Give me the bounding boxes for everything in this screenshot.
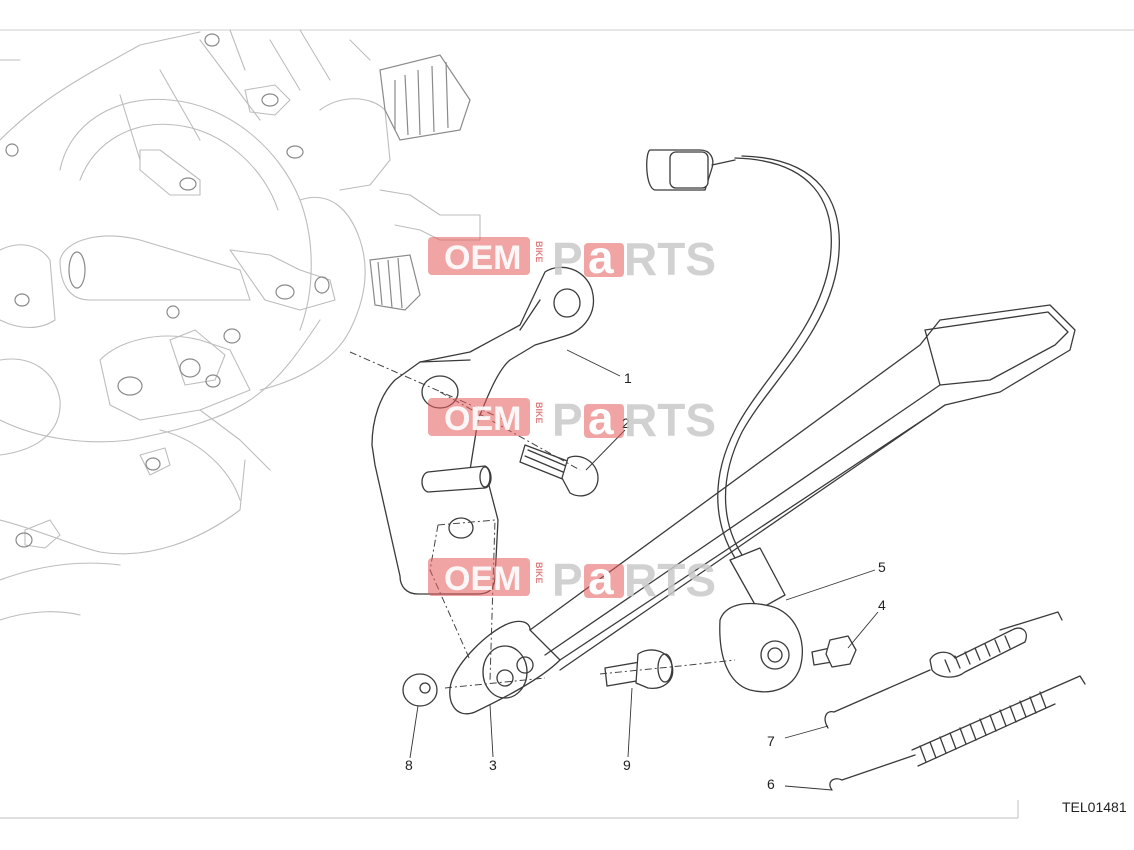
watermark-badge xyxy=(428,237,530,275)
watermark-rts-text: RTS xyxy=(624,233,716,285)
callout-8: 8 xyxy=(405,757,413,773)
callout-5: 5 xyxy=(878,559,886,575)
watermark-a-box xyxy=(584,404,624,438)
watermark-bike-text: BIKE xyxy=(534,241,544,263)
watermark-oem-text: OEM xyxy=(444,560,521,598)
splined-shaft-top xyxy=(379,54,471,141)
watermark-1: OEM BIKE P a RTS xyxy=(428,231,716,285)
drawing-code: TEL01481 xyxy=(1062,799,1127,815)
watermark-a-text: a xyxy=(588,392,614,444)
watermark-oem-text: OEM xyxy=(444,400,521,438)
washer-8 xyxy=(402,673,438,707)
dowel-pin xyxy=(421,465,492,493)
splined-shaft-lower xyxy=(369,254,421,311)
leader-lines xyxy=(409,349,879,791)
bolt-4 xyxy=(811,635,857,668)
watermark-p-text: P xyxy=(552,394,583,446)
spring-7 xyxy=(824,611,1063,729)
spring-6 xyxy=(829,675,1086,791)
watermark-a-text: a xyxy=(588,231,614,283)
watermark-oem-text: OEM xyxy=(444,239,521,277)
callout-9: 9 xyxy=(623,757,631,773)
side-stand-bracket xyxy=(371,266,594,595)
watermark-3: OEM BIKE P a RTS xyxy=(428,552,716,606)
watermark-badge xyxy=(428,398,530,436)
watermark-p-text: P xyxy=(552,554,583,606)
watermark-rts-text: RTS xyxy=(624,394,716,446)
watermark-bike-text: BIKE xyxy=(534,562,544,584)
watermark-rts-text: RTS xyxy=(624,554,716,606)
watermark-a-box xyxy=(584,243,624,277)
watermark-a-text: a xyxy=(588,552,614,604)
callout-4: 4 xyxy=(878,597,886,613)
callout-1: 1 xyxy=(624,370,632,386)
bolt-2 xyxy=(519,444,599,497)
side-stand-sensor xyxy=(646,149,840,693)
watermark-2: OEM BIKE P a RTS xyxy=(428,392,716,446)
callout-7: 7 xyxy=(767,733,775,749)
watermark-a-box xyxy=(584,564,624,598)
side-stand-leg xyxy=(449,304,1076,715)
watermark-bike-text: BIKE xyxy=(534,402,544,424)
callout-3: 3 xyxy=(489,757,497,773)
watermark-badge xyxy=(428,558,530,596)
watermark-p-text: P xyxy=(552,233,583,285)
pivot-bolt-9 xyxy=(604,649,674,689)
callout-2: 2 xyxy=(622,415,630,431)
engine-block xyxy=(0,29,481,621)
callout-6: 6 xyxy=(767,776,775,792)
